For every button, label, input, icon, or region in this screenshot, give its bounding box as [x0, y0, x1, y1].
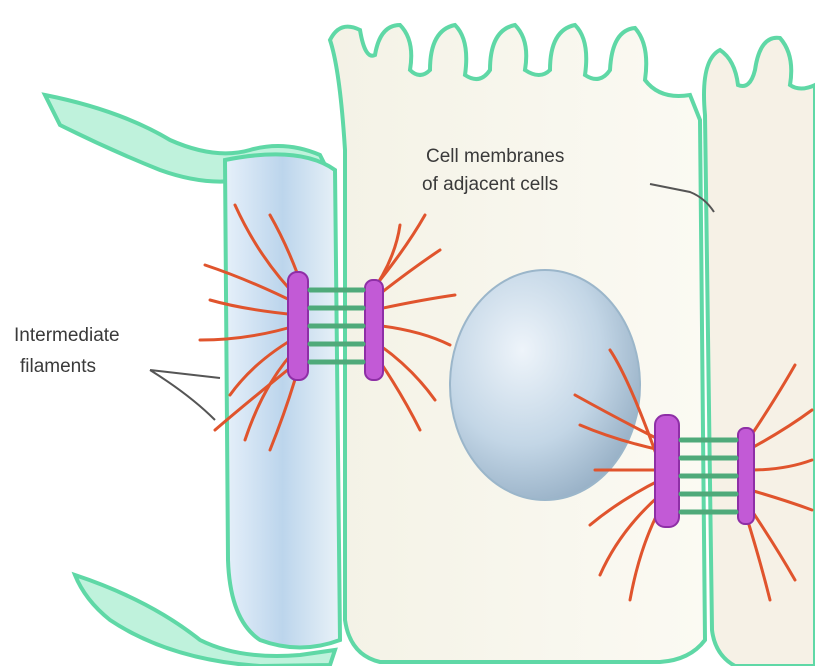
intermediate-filaments-label-line2: filaments	[20, 356, 96, 377]
lower-plaque-left	[655, 415, 679, 527]
intermediate-filaments-leader-line	[150, 370, 220, 420]
upper-plaque-right	[365, 280, 383, 380]
upper-plaque-left	[288, 272, 308, 380]
intermediate-filaments-label-line1: Intermediate	[14, 325, 120, 346]
nucleus	[450, 270, 640, 500]
left-cell-body	[225, 154, 340, 647]
cell-membranes-label-line1: Cell membranes	[426, 146, 564, 167]
lower-plaque-right	[738, 428, 754, 524]
label-intermediate-filaments: Intermediate filaments	[14, 325, 220, 420]
cell-membranes-label-line2: of adjacent cells	[422, 174, 558, 195]
right-cell	[704, 38, 815, 666]
middle-cell	[330, 25, 705, 662]
right-cell-membrane	[704, 38, 815, 666]
